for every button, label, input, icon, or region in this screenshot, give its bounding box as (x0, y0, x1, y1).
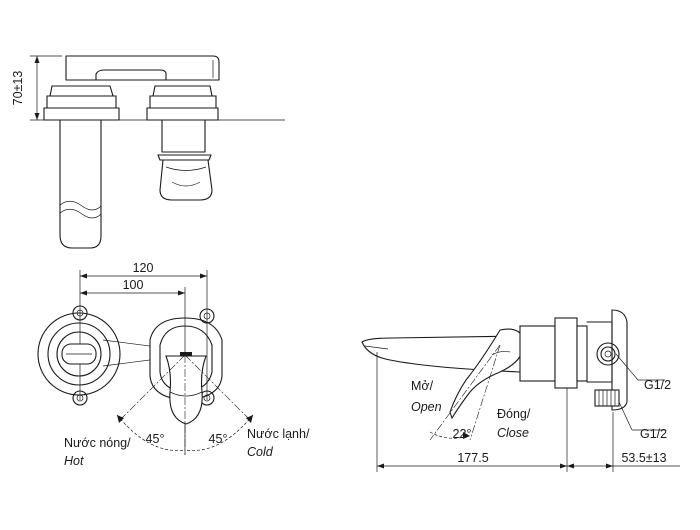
cold-label-vi: Nước lạnh/ (247, 427, 310, 441)
side-view (361, 309, 680, 472)
plan-view (37, 270, 254, 455)
open-angle-label: 22° (453, 427, 472, 441)
front-elevation-view (30, 55, 285, 249)
center-distance-120-label: 120 (133, 261, 154, 275)
open-label-vi: Mở/ (411, 379, 434, 393)
cold-angle-label: 45° (209, 432, 228, 446)
close-label-vi: Đóng/ (497, 407, 531, 421)
hot-angle-label: 45° (146, 432, 165, 446)
close-label-en: Close (497, 426, 529, 440)
wall-depth-label: 53.5±13 (621, 451, 666, 465)
height-dimension-label: 70±13 (11, 71, 25, 106)
center-distance-100-label: 100 (123, 278, 144, 292)
spout-length-label: 177.5 (457, 451, 488, 465)
hot-label-vi: Nước nóng/ (64, 436, 131, 450)
hot-label-en: Hot (64, 454, 84, 468)
thread-lower-label: G1/2 (640, 427, 667, 441)
open-label-en: Open (411, 400, 442, 414)
thread-upper-label: G1/2 (644, 378, 671, 392)
cold-label-en: Cold (247, 445, 274, 459)
